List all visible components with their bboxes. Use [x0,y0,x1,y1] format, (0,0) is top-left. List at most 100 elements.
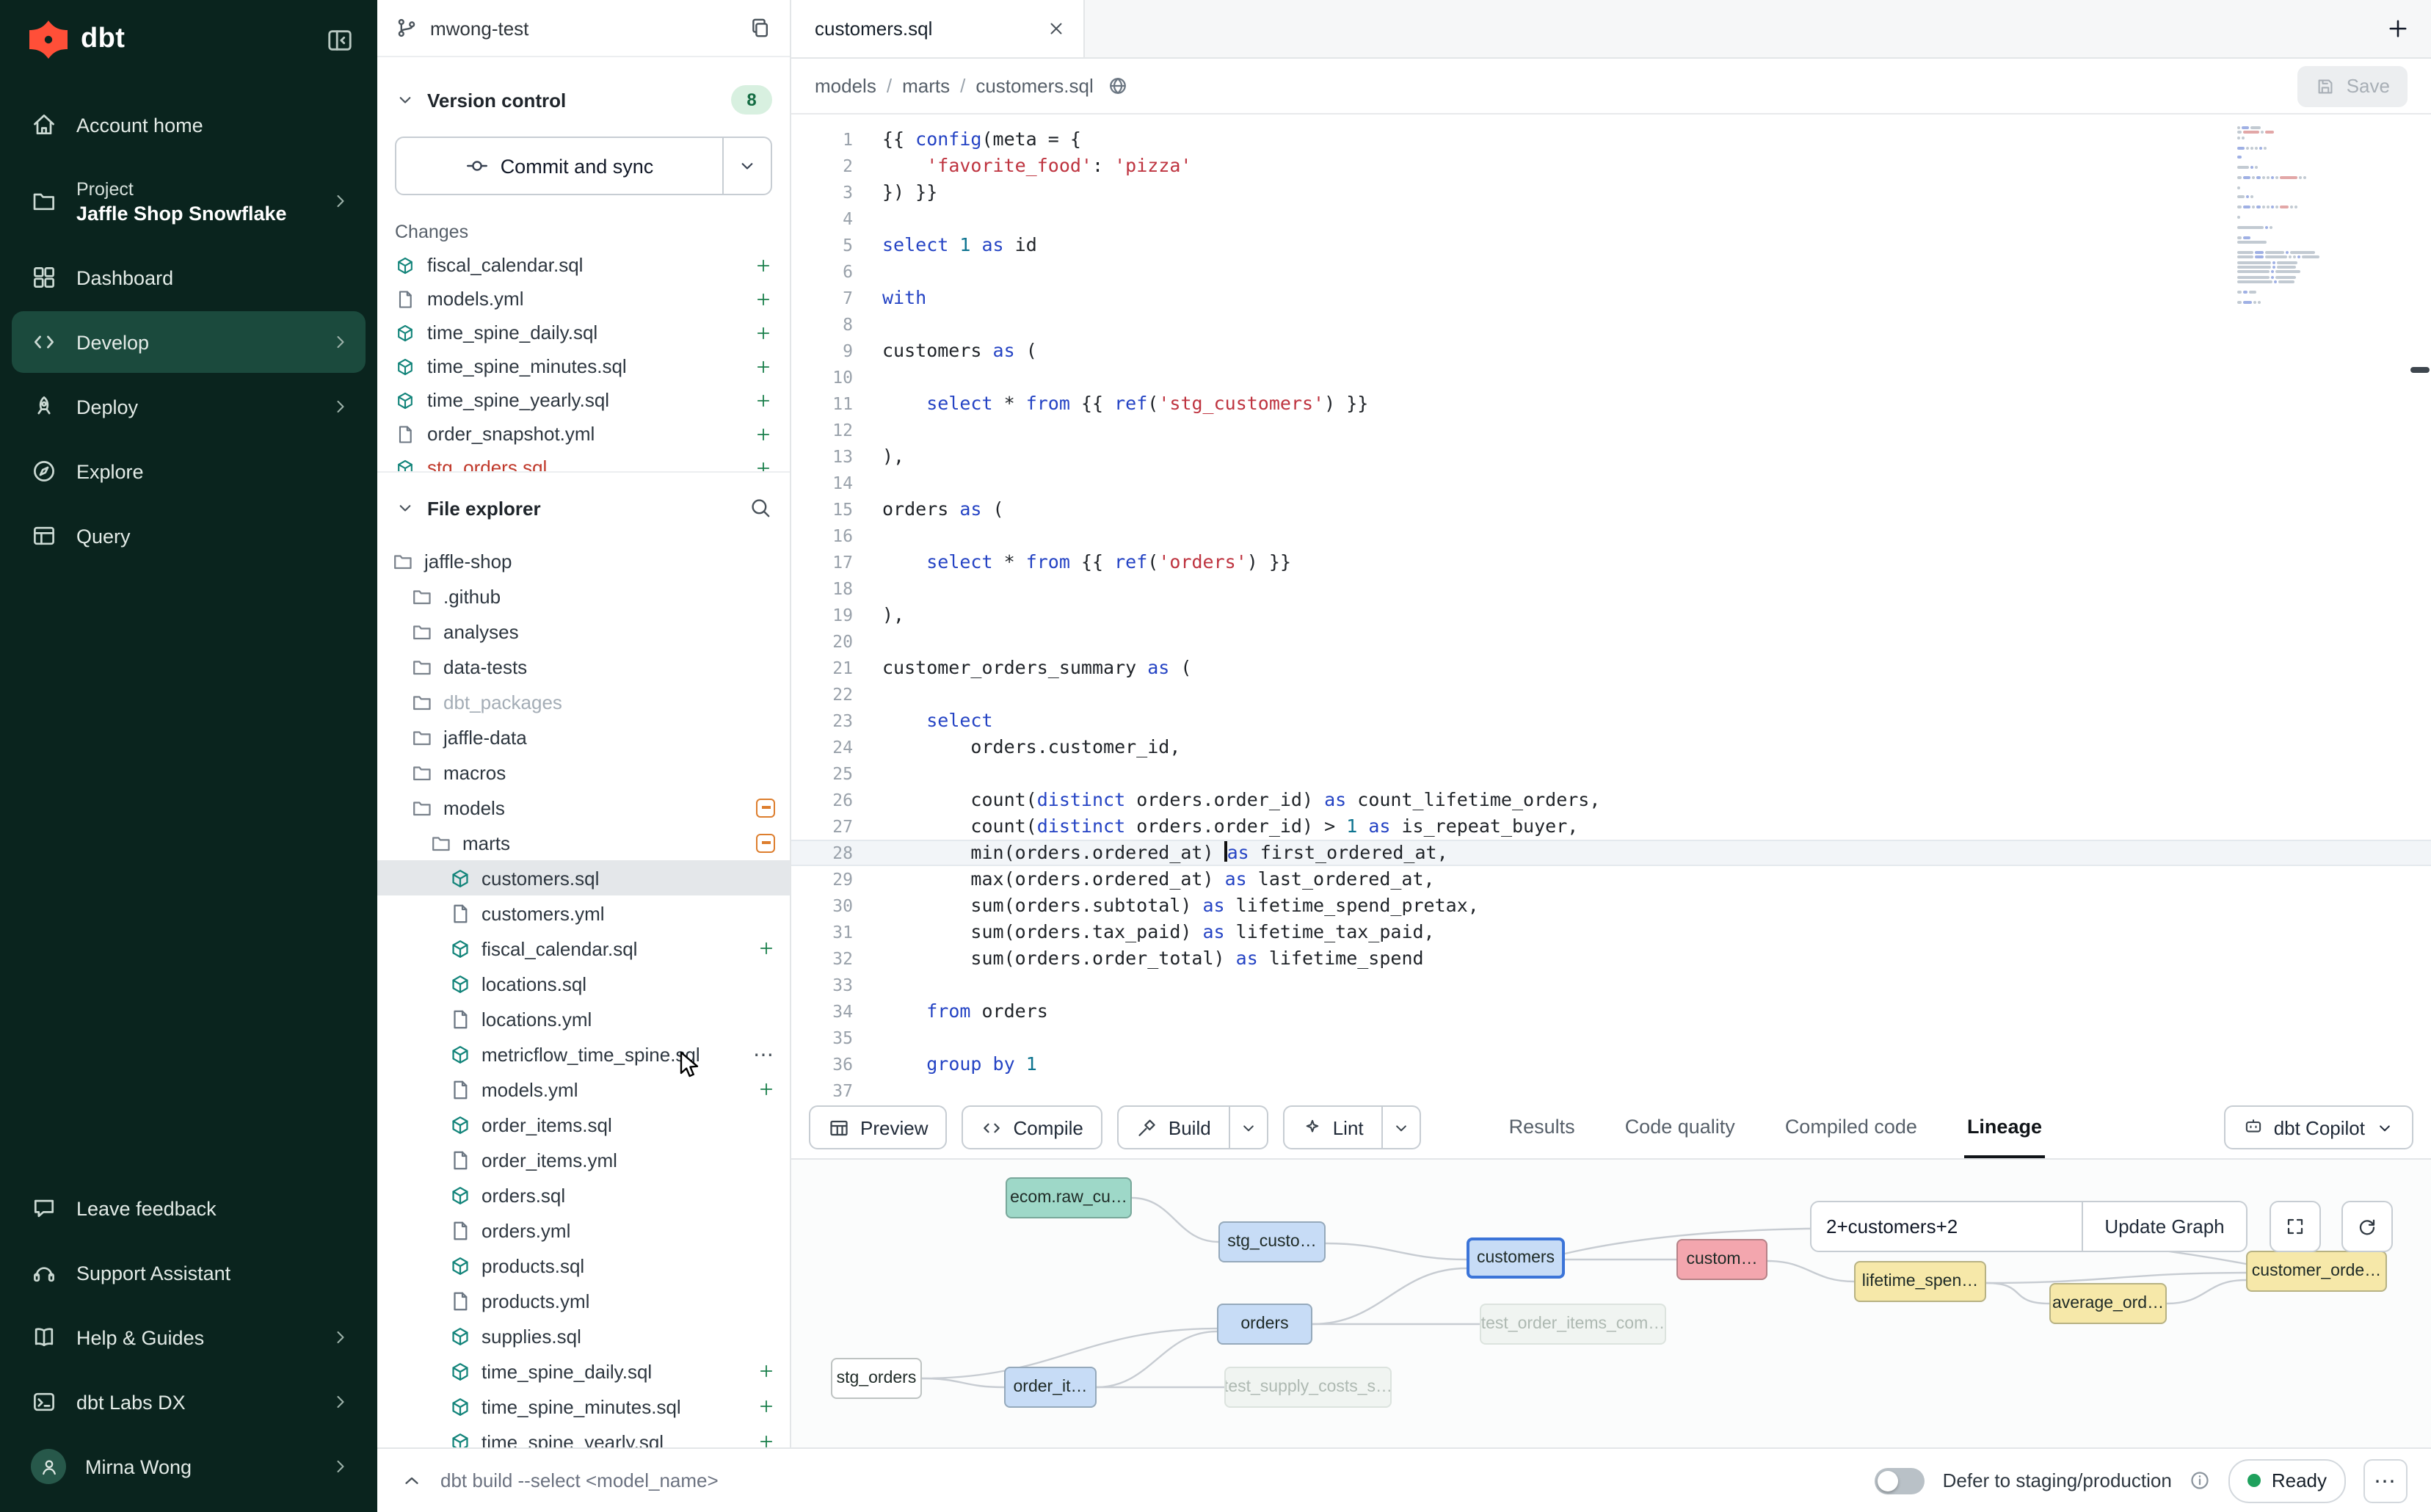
tree-item-jaffle-shop[interactable]: jaffle-shop [377,543,790,578]
file-search-icon[interactable] [749,496,772,520]
tree-item-marts[interactable]: marts [377,825,790,860]
stage-file-button[interactable] [757,1397,775,1415]
lineage-node-customer-orde[interactable]: customer_orde… [2246,1251,2387,1292]
lineage-node-customers[interactable]: customers [1467,1237,1565,1279]
change-item-models-yml[interactable]: models.yml [377,282,790,316]
stage-file-button[interactable] [755,459,772,471]
stage-file-button[interactable] [755,256,772,274]
lineage-node-stg-custo[interactable]: stg_custo… [1218,1221,1326,1262]
tree-item-metricflow-time-spine-sql[interactable]: metricflow_time_spine.sql⋯ [377,1036,790,1072]
stage-file-button[interactable] [755,391,772,409]
preview-button[interactable]: Preview [809,1105,948,1149]
tree-item-locations-sql[interactable]: locations.sql [377,966,790,1001]
stage-file-button[interactable] [757,939,775,957]
commit-options-button[interactable] [722,138,771,194]
stage-file-button[interactable] [757,1433,775,1447]
breadcrumb-marts[interactable]: marts [902,75,951,97]
stage-file-button[interactable] [755,425,772,443]
tree-item-macros[interactable]: macros [377,755,790,790]
chevron-down-icon[interactable] [395,498,415,518]
sidebar-collapse-icon[interactable] [326,26,354,54]
save-button[interactable]: Save [2297,65,2408,106]
refresh-button[interactable] [2341,1201,2393,1252]
tree-item-locations-yml[interactable]: locations.yml [377,1001,790,1036]
info-icon[interactable] [2190,1469,2212,1491]
stage-file-button[interactable] [755,290,772,308]
dbt-copilot-button[interactable]: dbt Copilot [2223,1105,2413,1149]
tree-item-products-yml[interactable]: products.yml [377,1283,790,1318]
compile-button[interactable]: Compile [962,1105,1102,1149]
tree-item-orders-sql[interactable]: orders.sql [377,1177,790,1213]
tab-customers-sql[interactable]: customers.sql [791,0,1085,57]
tree-item-products-sql[interactable]: products.sql [377,1248,790,1283]
tree-item-jaffle-data[interactable]: jaffle-data [377,719,790,755]
commit-and-sync-button[interactable]: Commit and sync [396,138,722,194]
tab-results[interactable]: Results [1508,1115,1575,1137]
breadcrumb-file[interactable]: customers.sql [975,75,1094,97]
tree-item-models-yml[interactable]: models.yml [377,1072,790,1107]
lineage-node-custom[interactable]: custom… [1676,1239,1767,1280]
sidebar-item-mirna-wong[interactable]: Mirna Wong [12,1436,366,1497]
tree-item-github[interactable]: .github [377,578,790,614]
more-options-button[interactable]: ⋯ [2363,1458,2408,1502]
fullscreen-button[interactable] [2270,1201,2321,1252]
sidebar-item-help-guides[interactable]: Help & Guides [12,1306,366,1368]
lineage-node-lifetime-spen[interactable]: lifetime_spen… [1854,1261,1986,1302]
stage-file-button[interactable] [757,1362,775,1380]
chevron-up-icon[interactable] [401,1469,423,1491]
stage-file-button[interactable] [755,324,772,341]
tab-code-quality[interactable]: Code quality [1624,1115,1735,1137]
status-badge[interactable]: Ready [2228,1458,2346,1502]
tree-item-dbt-packages[interactable]: dbt_packages [377,684,790,719]
stage-file-button[interactable] [755,357,772,375]
chevron-down-icon[interactable] [395,90,415,110]
sidebar-item-query[interactable]: Query [12,505,366,567]
lineage-search-input[interactable]: 2+customers+2 [1810,1201,2083,1252]
change-item-fiscal-calendar-sql[interactable]: fiscal_calendar.sql [377,248,790,282]
new-tab-button[interactable] [2375,7,2419,51]
lint-button[interactable]: Lint [1282,1105,1383,1149]
sidebar-item-deploy[interactable]: Deploy [12,376,366,437]
sidebar-item-dbt-labs-dx[interactable]: dbt Labs DX [12,1371,366,1433]
tree-item-time-spine-yearly-sql[interactable]: time_spine_yearly.sql [377,1424,790,1447]
command-input[interactable]: dbt build --select <model_name> [440,1469,719,1491]
sidebar-item-leave-feedback[interactable]: Leave feedback [12,1177,366,1239]
change-item-time-spine-yearly-sql[interactable]: time_spine_yearly.sql [377,383,790,417]
change-item-time-spine-daily-sql[interactable]: time_spine_daily.sql [377,316,790,349]
sidebar-item-dashboard[interactable]: Dashboard [12,247,366,308]
scrollbar-thumb[interactable] [2410,367,2430,373]
tree-item-supplies-sql[interactable]: supplies.sql [377,1318,790,1353]
lineage-node-ecom-raw-cu[interactable]: ecom.raw_cu… [1006,1177,1132,1218]
build-options-button[interactable] [1229,1105,1268,1149]
tree-item-customers-yml[interactable]: customers.yml [377,895,790,931]
lineage-node-test-supply-costs-s[interactable]: test_supply_costs_s… [1224,1367,1392,1408]
breadcrumb-models[interactable]: models [815,75,876,97]
tab-compiled-code[interactable]: Compiled code [1784,1115,1917,1137]
sidebar-item-account-home[interactable]: Account home [12,94,366,156]
change-item-order-snapshot-yml[interactable]: order_snapshot.yml [377,417,790,451]
tab-lineage[interactable]: Lineage [1963,1097,2045,1158]
lineage-node-average-ord[interactable]: average_ord… [2049,1283,2167,1324]
tree-item-time-spine-minutes-sql[interactable]: time_spine_minutes.sql [377,1389,790,1424]
more-options-icon[interactable]: ⋯ [753,1042,775,1066]
copy-branch-button[interactable] [749,16,772,40]
lineage-node-stg-orders[interactable]: stg_orders [831,1358,922,1399]
tree-item-time-spine-daily-sql[interactable]: time_spine_daily.sql [377,1353,790,1389]
build-button[interactable]: Build [1116,1105,1230,1149]
tree-item-order-items-sql[interactable]: order_items.sql [377,1107,790,1142]
minimap[interactable] [2237,126,2325,310]
defer-toggle[interactable] [1875,1467,1925,1494]
lineage-node-order-it[interactable]: order_it… [1004,1367,1097,1408]
sidebar-item-explore[interactable]: Explore [12,440,366,502]
tree-item-analyses[interactable]: analyses [377,614,790,649]
tree-item-models[interactable]: models [377,790,790,825]
sidebar-item-develop[interactable]: Develop [12,311,366,373]
update-graph-button[interactable]: Update Graph [2082,1201,2248,1252]
stage-file-button[interactable] [757,1080,775,1098]
tree-item-fiscal-calendar-sql[interactable]: fiscal_calendar.sql [377,931,790,966]
tree-item-order-items-yml[interactable]: order_items.yml [377,1142,790,1177]
change-item-stg-orders-sql[interactable]: stg_orders.sql [377,451,790,471]
lint-options-button[interactable] [1382,1105,1421,1149]
